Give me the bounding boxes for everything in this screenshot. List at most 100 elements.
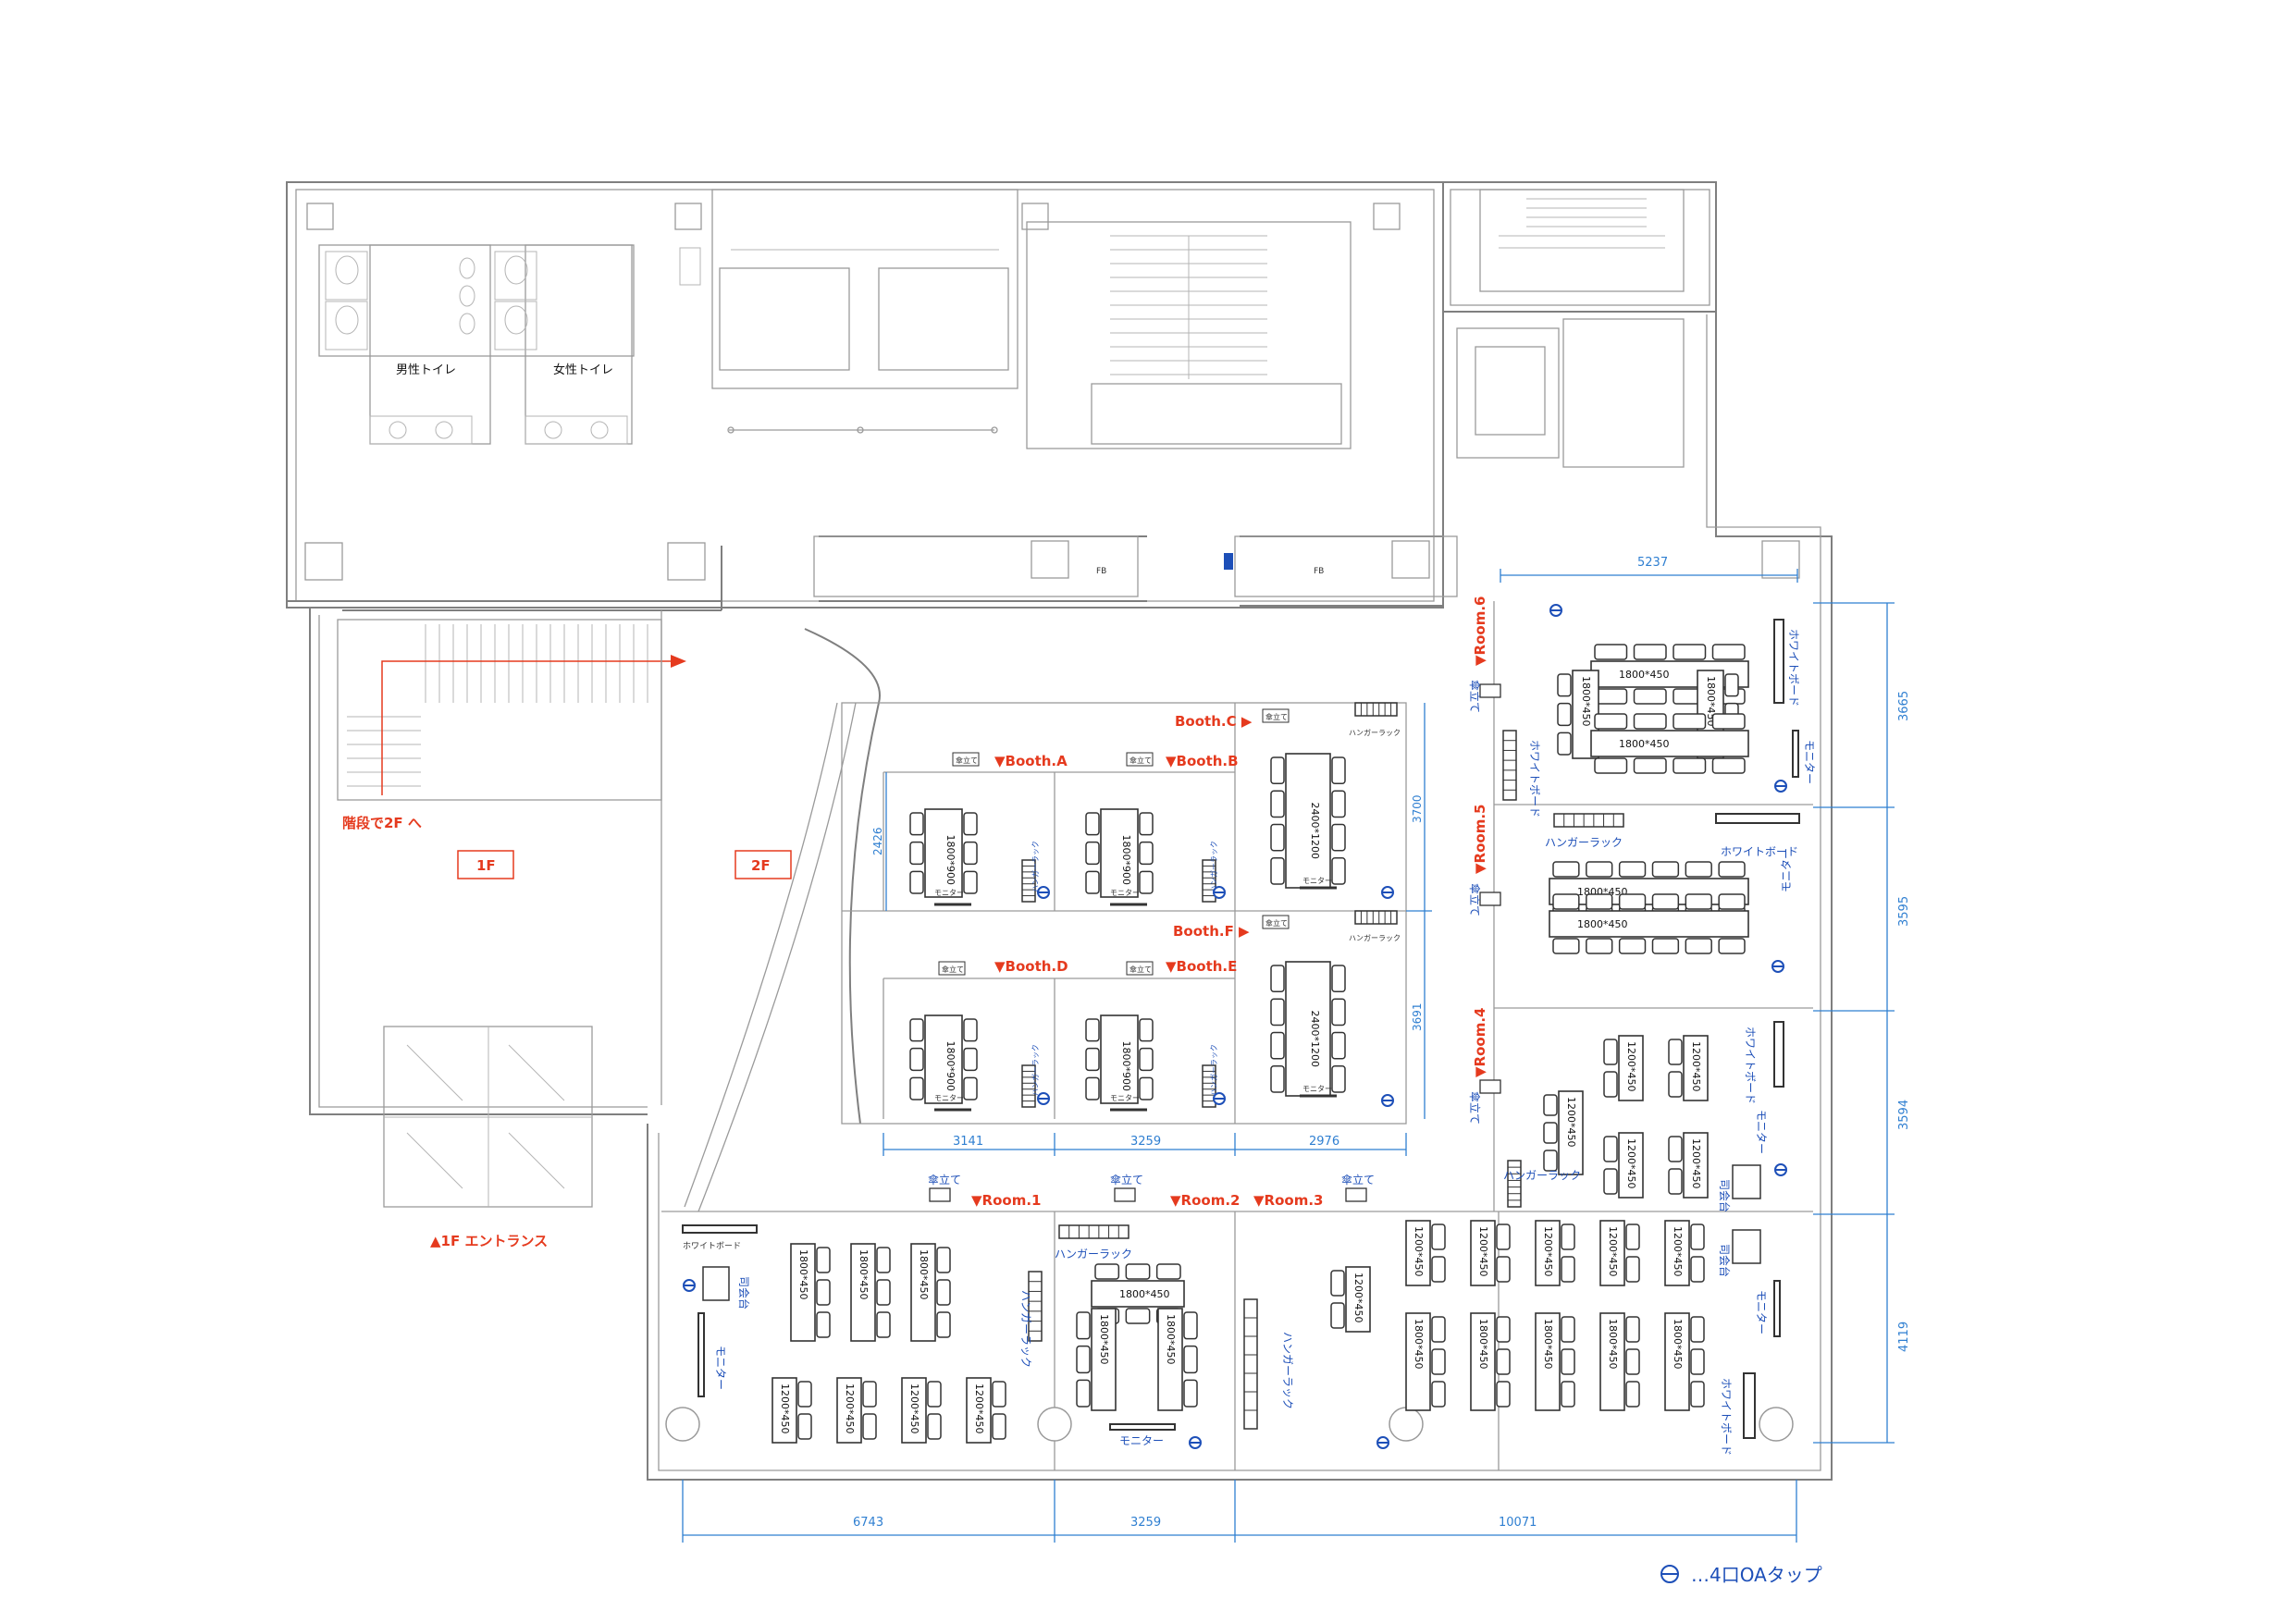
chair xyxy=(1603,1136,1618,1162)
chair xyxy=(963,1047,978,1072)
chair xyxy=(797,1381,812,1408)
fb-label-1: FB xyxy=(1096,567,1106,576)
table-size-label: 1800*450 xyxy=(1413,1319,1425,1370)
floor-1f-label: 1F xyxy=(476,857,496,874)
chair xyxy=(1431,1256,1446,1283)
chair xyxy=(1496,1223,1511,1250)
table xyxy=(850,1243,876,1342)
monitor-label: モニター xyxy=(1110,889,1140,897)
table-size-label: 1200*450 xyxy=(1413,1226,1425,1277)
table xyxy=(1683,1132,1709,1199)
chair xyxy=(1076,1345,1091,1374)
chair xyxy=(1270,857,1285,885)
table xyxy=(1535,1220,1561,1286)
whiteboard-label: ホワイトボード xyxy=(1528,740,1541,818)
table-size-label: 1200*450 xyxy=(1565,1097,1577,1148)
table xyxy=(1345,1266,1371,1333)
stair-to-2f: 階段で2F へ 1F 2F xyxy=(337,619,792,879)
whiteboard xyxy=(1743,1372,1756,1439)
chair xyxy=(1076,1311,1091,1340)
umbrella-tag: 傘立て xyxy=(1129,965,1152,974)
hanger-rack xyxy=(1021,859,1036,903)
chair xyxy=(1625,1316,1640,1343)
chair xyxy=(1270,756,1285,784)
chair xyxy=(1690,1348,1705,1375)
chair xyxy=(1561,1348,1575,1375)
chair xyxy=(1270,823,1285,852)
chair xyxy=(1085,1018,1100,1042)
chair xyxy=(1139,1076,1154,1100)
dim-3691: 3691 xyxy=(1411,1002,1424,1031)
chair xyxy=(936,1279,951,1306)
chair xyxy=(1331,1031,1346,1060)
umbrella-label: 傘立て xyxy=(1110,1173,1143,1187)
chair xyxy=(1125,1308,1151,1324)
hanger-rack xyxy=(1028,1271,1043,1342)
hanger-rack xyxy=(1507,1160,1522,1208)
table xyxy=(924,808,963,898)
monitor-label: モニター xyxy=(1302,1085,1332,1093)
chair xyxy=(936,1247,951,1273)
monitor-label: モニター xyxy=(934,889,964,897)
podium-label: 司会台 xyxy=(1718,1244,1732,1277)
chair xyxy=(1594,644,1628,660)
chair xyxy=(1690,1256,1705,1283)
chair xyxy=(992,1381,1006,1408)
chair xyxy=(1431,1381,1446,1408)
chair xyxy=(1673,644,1707,660)
chair xyxy=(909,870,924,894)
chair xyxy=(1139,1018,1154,1042)
chair xyxy=(816,1311,831,1338)
dim-5237: 5237 xyxy=(1637,556,1668,570)
table-size-label: 1800*900 xyxy=(944,1041,957,1092)
chair xyxy=(1139,870,1154,894)
chair xyxy=(1594,757,1628,774)
room-4-label: ▼Room.4 xyxy=(1472,1008,1488,1077)
chair xyxy=(1718,938,1746,954)
table xyxy=(772,1377,797,1444)
umbrella-stand xyxy=(929,1187,951,1202)
umbrella-label: 傘立て xyxy=(928,1173,961,1187)
chair xyxy=(1603,1168,1618,1195)
chair xyxy=(1085,870,1100,894)
hanger-label: ハンガーラック xyxy=(1031,841,1040,892)
podium xyxy=(1732,1229,1761,1264)
hanger-label: ハンガーラック xyxy=(1031,1044,1040,1096)
chair xyxy=(1711,713,1746,730)
room-6-label: ▼Room.6 xyxy=(1472,596,1488,666)
booth-f-label: Booth.F ▶ xyxy=(1173,923,1250,940)
chair xyxy=(1557,702,1572,727)
chair xyxy=(1331,823,1346,852)
chair xyxy=(927,1381,942,1408)
umbrella-stand xyxy=(1479,1079,1501,1094)
chair xyxy=(1685,893,1712,910)
podium xyxy=(1732,1164,1761,1199)
whiteboard xyxy=(1773,1280,1781,1337)
monitor-label: モニター xyxy=(1755,1110,1768,1154)
entrance-label: ▲1F エントランス xyxy=(430,1233,548,1249)
table xyxy=(1664,1220,1690,1286)
chair xyxy=(1625,1256,1640,1283)
chair xyxy=(909,1076,924,1100)
chair xyxy=(1633,757,1667,774)
chair xyxy=(1331,790,1346,818)
chair xyxy=(963,841,978,866)
booth-umbrella-tags: 傘立て 傘立て 傘立て 傘立て 傘立て 傘立て xyxy=(938,708,1290,976)
chair xyxy=(1668,1136,1683,1162)
whiteboard xyxy=(1715,813,1800,824)
chair xyxy=(1496,1381,1511,1408)
chair xyxy=(1183,1311,1198,1340)
hanger-rack xyxy=(1202,859,1216,903)
chair xyxy=(1685,861,1712,878)
umbrella-tag: 傘立て xyxy=(956,756,978,765)
dim-3141: 3141 xyxy=(953,1135,983,1149)
table-size-label: 1800*450 xyxy=(797,1249,809,1300)
chair xyxy=(1496,1348,1511,1375)
umbrella-stand xyxy=(1479,683,1501,698)
hanger-rack xyxy=(1553,813,1624,828)
chair xyxy=(1586,861,1613,878)
chair xyxy=(1085,1047,1100,1072)
hanger-tag: ハンガーラック xyxy=(1349,728,1401,737)
whiteboard-label: ホワイトボード xyxy=(1721,845,1798,858)
whiteboard xyxy=(1773,1021,1784,1088)
